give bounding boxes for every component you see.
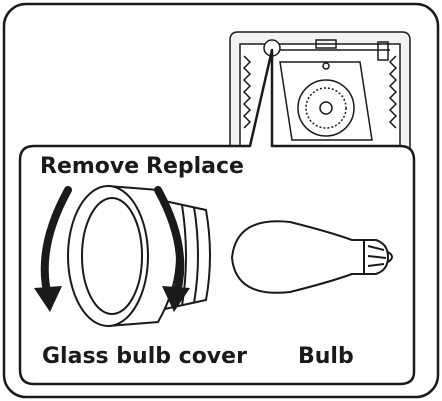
light-bulb xyxy=(230,220,393,294)
remove-arrow xyxy=(34,186,72,312)
oven-interior-illustration xyxy=(229,31,411,148)
replace-arrow xyxy=(154,186,190,312)
replace-label: Replace xyxy=(146,154,244,179)
glass-bulb-cover xyxy=(67,184,211,328)
remove-label: Remove xyxy=(40,154,140,179)
bulb-label: Bulb xyxy=(298,344,354,369)
glass-bulb-cover-label: Glass bulb cover xyxy=(42,344,247,369)
